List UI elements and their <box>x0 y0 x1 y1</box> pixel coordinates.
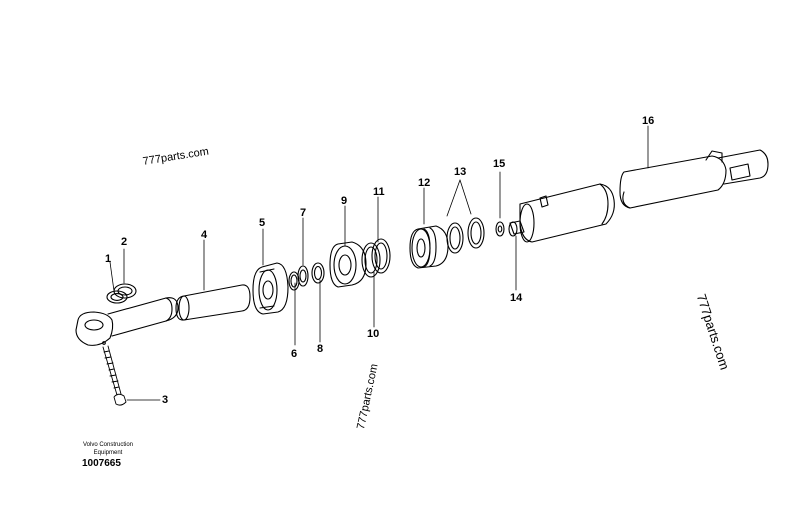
rings-1-2 <box>106 283 137 304</box>
callout-9: 9 <box>341 195 348 207</box>
callout-10: 10 <box>367 328 380 340</box>
seals-6-7-8 <box>288 262 325 291</box>
piston <box>409 225 449 269</box>
washer <box>495 221 505 237</box>
piston-rod <box>75 297 179 346</box>
callout-8: 8 <box>317 343 324 355</box>
cylinder-tube <box>508 149 769 243</box>
rod-sleeve <box>175 284 251 321</box>
callout-5: 5 <box>259 217 266 229</box>
callout-7: 7 <box>300 207 307 219</box>
callout-6: 6 <box>291 348 298 360</box>
callout-13: 13 <box>454 166 467 178</box>
callout-15: 15 <box>493 158 506 170</box>
callout-11: 11 <box>373 186 385 198</box>
document-number: 1007665 <box>82 458 121 469</box>
grease-nipple <box>102 345 127 406</box>
callout-14: 14 <box>510 292 523 304</box>
callout-12: 12 <box>418 177 431 189</box>
guide-ring <box>329 241 367 288</box>
callout-3: 3 <box>162 394 169 406</box>
manufacturer-label: Volvo Construction Equipment <box>68 441 148 457</box>
rings-10-11 <box>361 238 391 278</box>
callout-16: 16 <box>642 115 655 127</box>
manufacturer-line-1: Volvo Construction <box>82 442 134 448</box>
leader-lines <box>109 125 649 401</box>
gland-nut <box>252 262 289 315</box>
piston-rings-13 <box>446 217 485 254</box>
callout-4: 4 <box>201 229 208 241</box>
callout-1: 1 <box>105 253 112 265</box>
manufacturer-line-2: Equipment <box>93 450 123 456</box>
callout-2: 2 <box>121 236 128 248</box>
